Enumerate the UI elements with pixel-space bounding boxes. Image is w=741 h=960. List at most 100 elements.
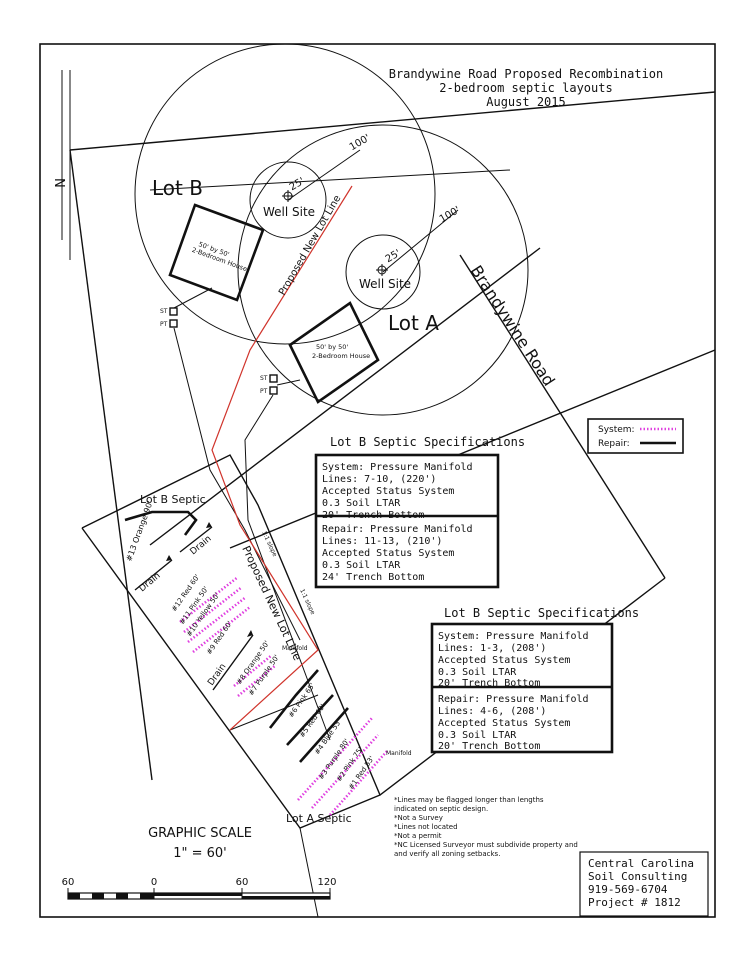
well-marker-lot-b xyxy=(282,190,294,202)
lot-a-septic-label: Lot A Septic xyxy=(286,812,352,825)
company-project: Project # 1812 xyxy=(588,896,681,909)
north-arrow: N xyxy=(51,70,71,260)
title-line-3: August 2015 xyxy=(486,95,565,109)
note-6: and verify all zoning setbacks. xyxy=(394,850,500,858)
parcel-line-lower xyxy=(299,827,319,918)
system-line-3 xyxy=(297,717,373,801)
well-setbacks: Well Site Well Site 25' 25' 100' 100' xyxy=(134,43,529,416)
house-b-sewer xyxy=(173,287,213,309)
system-line-1 xyxy=(329,749,389,816)
parcel-line-north xyxy=(69,91,716,151)
repair-line-drain-1 xyxy=(134,559,173,591)
legend-system-label: System: xyxy=(598,425,635,435)
spec-box-2: Lot B Septic Specifications System: Pres… xyxy=(430,606,639,754)
lot-a-septic-edge xyxy=(229,694,319,731)
scale-tick-1: 0 xyxy=(151,877,157,888)
well-setback-25-lot-b xyxy=(249,161,327,239)
spec-1-repair-1: Lines: 11-13, (210') xyxy=(322,536,442,547)
tank-st-b: ST xyxy=(160,308,168,315)
septic-area-boundary xyxy=(81,454,381,829)
house-lot-a: 50' by 50' 2-Bedroom House xyxy=(288,301,380,404)
note-4: *Not a permit xyxy=(394,832,442,840)
tanks-lot-b: ST PT xyxy=(160,307,178,328)
drain-line-3 xyxy=(212,634,254,691)
parcel-boundary-west xyxy=(69,149,153,781)
well-site-label-a: Well Site xyxy=(359,277,411,291)
scale-title: GRAPHIC SCALE xyxy=(148,826,252,841)
spec-1-system-4: 20' Trench Bottom xyxy=(322,510,424,521)
spec-2-system-0: System: Pressure Manifold xyxy=(438,631,589,642)
drain-arrow-1 xyxy=(166,555,172,561)
note-2: *Not a Survey xyxy=(394,814,443,822)
lot-b-label: Lot B xyxy=(152,176,203,200)
legend: System: Repair: xyxy=(587,418,684,454)
spec-2-repair-3: 0.3 Soil LTAR xyxy=(438,730,517,741)
spec-2-system-4: 20' Trench Bottom xyxy=(438,678,540,689)
tank-pt-a: PT xyxy=(260,388,268,395)
spec-box-1: Lot B Septic Specifications System: Pres… xyxy=(314,435,525,589)
company-name-2: Soil Consulting xyxy=(588,870,687,883)
manifold-label-b: Manifold xyxy=(282,645,308,652)
house-a-size: 50' by 50' xyxy=(316,343,348,351)
tank-pt-b: PT xyxy=(160,321,168,328)
spec-2-repair-4: 20' Trench Bottom xyxy=(438,741,540,752)
parcel-line-diag-1 xyxy=(149,169,511,191)
note-3: *Lines not located xyxy=(394,823,458,831)
scale-tick-0: 60 xyxy=(62,877,75,888)
title-line-2: 2-bedroom septic layouts xyxy=(439,81,612,95)
title-line-1: Brandywine Road Proposed Recombination xyxy=(389,67,664,81)
spec-2-system-2: Accepted Status System xyxy=(438,655,570,666)
spec-1-repair-0: Repair: Pressure Manifold xyxy=(322,524,473,535)
parcel-line-mid xyxy=(149,247,541,546)
company-block: Central Carolina Soil Consulting 919-569… xyxy=(579,851,709,917)
spec-1-repair-3: 0.3 Soil LTAR xyxy=(322,560,401,571)
system-line-8 xyxy=(233,653,273,688)
scale-tick-3: 120 xyxy=(317,877,336,888)
well-marker-lot-a xyxy=(376,264,388,276)
tanks-lot-a: ST PT xyxy=(260,374,278,395)
spec-1-system-1: Lines: 7-10, (220') xyxy=(322,474,436,485)
lot-a-label: Lot A xyxy=(388,311,439,335)
radius-line-b xyxy=(287,149,361,201)
repair-line-4 xyxy=(299,707,349,763)
well-site-label-b: Well Site xyxy=(263,205,315,219)
spec-1-system-3: 0.3 Soil LTAR xyxy=(322,498,401,509)
note-1: indicated on septic design. xyxy=(394,805,488,813)
spec-box-2-heading: Lot B Septic Specifications xyxy=(444,606,639,620)
company-phone: 919-569-6704 xyxy=(588,883,668,896)
house-a-sewer xyxy=(276,379,301,386)
spec-2-repair-0: Repair: Pressure Manifold xyxy=(438,694,589,705)
proposed-lot-line xyxy=(211,185,353,731)
spec-1-system-0: System: Pressure Manifold xyxy=(322,462,473,473)
spec-1-repair-4: 24' Trench Bottom xyxy=(322,572,424,583)
repair-line-5 xyxy=(286,694,334,746)
graphic-scale: GRAPHIC SCALE 1" = 60' 60 0 60 120 xyxy=(62,826,337,900)
radius-line-a xyxy=(382,209,459,273)
manifold-label-a: Manifold xyxy=(386,750,412,757)
parcel-line-mid-2 xyxy=(229,349,716,549)
system-line-7 xyxy=(237,663,277,698)
north-label: N xyxy=(51,178,66,188)
well-setback-100-lot-b xyxy=(134,43,436,345)
spec-box-1-heading: Lot B Septic Specifications xyxy=(330,435,525,449)
repair-line-drain-2 xyxy=(179,526,213,553)
note-5: *NC Licensed Surveyor must subdivide pro… xyxy=(394,841,578,849)
spec-2-repair-2: Accepted Status System xyxy=(438,718,570,729)
title-block: Brandywine Road Proposed Recombination 2… xyxy=(389,67,664,109)
well-setback-25-lot-a xyxy=(345,234,421,310)
repair-line-6 xyxy=(268,669,319,729)
lot-b-septic-label: Lot B Septic xyxy=(140,493,206,506)
well-setback-100-lot-a xyxy=(237,124,529,416)
legend-repair-label: Repair: xyxy=(598,439,630,449)
spec-2-repair-1: Lines: 4-6, (208') xyxy=(438,706,546,717)
house-a-type: 2-Bedroom House xyxy=(312,352,370,360)
note-0: *Lines may be flagged longer than length… xyxy=(394,796,544,804)
spec-2-system-1: Lines: 1-3, (208') xyxy=(438,643,546,654)
road-edge xyxy=(459,254,666,579)
tank-st-a: ST xyxy=(260,375,268,382)
repair-line-13 xyxy=(124,510,198,536)
spec-1-repair-2: Accepted Status System xyxy=(322,548,454,559)
company-name-1: Central Carolina xyxy=(588,857,694,870)
drain-arrow-3 xyxy=(247,630,253,637)
